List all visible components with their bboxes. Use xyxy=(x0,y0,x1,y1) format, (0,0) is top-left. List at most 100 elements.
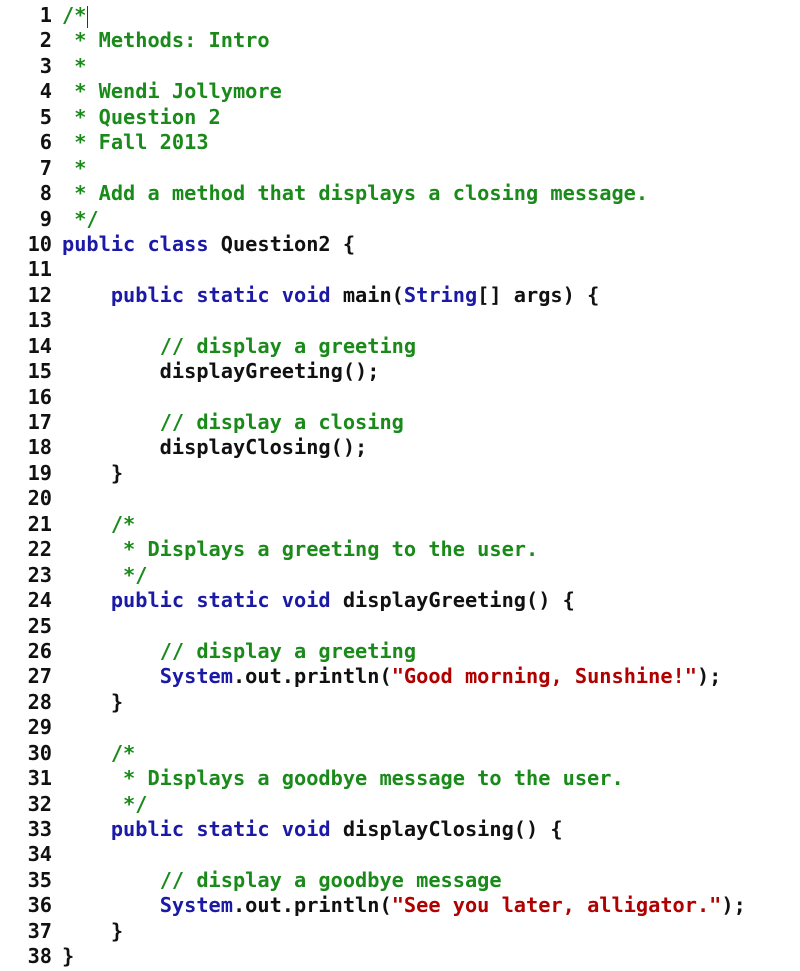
code-text[interactable]: * Methods: Intro xyxy=(52,28,269,53)
code-text[interactable]: System.out.println("Good morning, Sunshi… xyxy=(52,664,722,689)
code-line[interactable]: 30 /* xyxy=(0,741,800,766)
code-text[interactable] xyxy=(52,257,62,282)
code-line[interactable]: 15 displayGreeting(); xyxy=(0,359,800,384)
code-token-plain: displayClosing() { xyxy=(342,817,563,841)
code-line[interactable]: 20 xyxy=(0,486,800,511)
code-text[interactable]: } xyxy=(52,461,123,486)
code-line[interactable]: 13 xyxy=(0,308,800,333)
code-token-keyword: public static void xyxy=(110,282,343,307)
code-text[interactable]: /* xyxy=(52,741,135,766)
line-number: 6 xyxy=(39,130,52,155)
code-text[interactable]: // display a greeting xyxy=(52,334,416,359)
line-number: 36 xyxy=(27,893,52,918)
code-token-comment: // display a greeting xyxy=(159,638,417,663)
code-line[interactable]: 36 System.out.println("See you later, al… xyxy=(0,893,800,918)
code-token-plain: ); xyxy=(696,664,722,689)
code-line[interactable]: 38} xyxy=(0,944,800,969)
code-token-plain: } xyxy=(62,944,75,969)
code-token-comment: /* xyxy=(110,511,136,536)
code-text[interactable]: */ xyxy=(52,792,147,817)
line-number: 16 xyxy=(27,384,52,409)
code-token-type: System xyxy=(159,893,233,918)
code-line[interactable]: 8 * Add a method that displays a closing… xyxy=(0,181,800,206)
line-number: 21 xyxy=(27,511,52,536)
code-text[interactable]: public static void main(String[] args) { xyxy=(52,283,599,308)
code-line[interactable]: 31 * Displays a goodbye message to the u… xyxy=(0,766,800,791)
code-text[interactable]: * xyxy=(52,54,86,79)
code-line[interactable]: 3 * xyxy=(0,54,800,79)
code-text[interactable]: displayClosing(); xyxy=(52,435,368,460)
code-line[interactable]: 33 public static void displayClosing() { xyxy=(0,817,800,842)
code-line[interactable]: 7 * xyxy=(0,156,800,181)
code-token-comment: * xyxy=(62,53,87,78)
code-line[interactable]: 6 * Fall 2013 xyxy=(0,130,800,155)
code-line[interactable]: 14 // display a greeting xyxy=(0,334,800,359)
code-text[interactable]: * Displays a greeting to the user. xyxy=(52,537,538,562)
code-line[interactable]: 22 * Displays a greeting to the user. xyxy=(0,537,800,562)
code-text[interactable]: // display a closing xyxy=(52,410,404,435)
code-token-type: System xyxy=(159,664,233,689)
code-token-plain: ); xyxy=(721,893,746,918)
code-line[interactable]: 27 System.out.println("Good morning, Sun… xyxy=(0,664,800,689)
code-line[interactable]: 11 xyxy=(0,257,800,282)
code-text[interactable]: */ xyxy=(52,563,147,588)
code-line[interactable]: 19 } xyxy=(0,461,800,486)
code-text[interactable]: /* xyxy=(52,512,135,537)
code-text[interactable]: // display a goodbye message xyxy=(52,868,502,893)
code-line[interactable]: 23 */ xyxy=(0,563,800,588)
line-number: 15 xyxy=(27,359,52,384)
code-line[interactable]: 18 displayClosing(); xyxy=(0,435,800,460)
code-text[interactable]: public class Question2 { xyxy=(52,232,355,257)
code-line[interactable]: 17 // display a closing xyxy=(0,410,800,435)
code-token-plain xyxy=(62,283,111,307)
code-line[interactable]: 34 xyxy=(0,842,800,867)
code-text[interactable] xyxy=(52,715,62,740)
code-text[interactable]: public static void displayClosing() { xyxy=(52,817,563,842)
code-text[interactable]: * xyxy=(52,156,86,181)
code-text[interactable]: */ xyxy=(52,207,98,232)
code-token-plain: .out.println( xyxy=(232,664,392,689)
code-text[interactable]: * Displays a goodbye message to the user… xyxy=(52,766,624,791)
line-number: 38 xyxy=(27,944,52,969)
code-line[interactable]: 26 // display a greeting xyxy=(0,639,800,664)
code-line[interactable]: 4 * Wendi Jollymore xyxy=(0,79,800,104)
code-text[interactable] xyxy=(52,385,62,410)
line-number: 8 xyxy=(39,181,52,206)
code-line[interactable]: 1/* xyxy=(0,3,800,28)
code-line[interactable]: 16 xyxy=(0,385,800,410)
code-text[interactable]: displayGreeting(); xyxy=(52,359,380,384)
code-text[interactable]: System.out.println("See you later, allig… xyxy=(52,893,746,918)
code-line[interactable]: 37 } xyxy=(0,919,800,944)
code-line[interactable]: 12 public static void main(String[] args… xyxy=(0,283,800,308)
code-text[interactable]: * Question 2 xyxy=(52,105,221,130)
code-text[interactable]: } xyxy=(52,919,123,944)
line-number: 18 xyxy=(27,435,52,460)
code-line[interactable]: 9 */ xyxy=(0,207,800,232)
code-text[interactable]: // display a greeting xyxy=(52,639,416,664)
code-text[interactable]: public static void displayGreeting() { xyxy=(52,588,575,613)
code-token-string: "See you later, alligator." xyxy=(391,893,722,918)
code-text[interactable]: } xyxy=(52,944,74,969)
code-line[interactable]: 2 * Methods: Intro xyxy=(0,28,800,53)
code-token-comment: * Displays a goodbye message to the user… xyxy=(110,766,624,791)
code-text[interactable]: /* xyxy=(52,3,89,28)
code-line[interactable]: 21 /* xyxy=(0,512,800,537)
code-text[interactable]: * Add a method that displays a closing m… xyxy=(52,181,648,206)
code-line[interactable]: 24 public static void displayGreeting() … xyxy=(0,588,800,613)
code-line[interactable]: 5 * Question 2 xyxy=(0,105,800,130)
line-number: 35 xyxy=(27,867,52,892)
code-text[interactable] xyxy=(52,842,62,867)
code-text[interactable]: * Fall 2013 xyxy=(52,130,208,155)
code-line[interactable]: 29 xyxy=(0,715,800,740)
code-line[interactable]: 35 // display a goodbye message xyxy=(0,868,800,893)
code-text[interactable] xyxy=(52,486,62,511)
code-line[interactable]: 25 xyxy=(0,614,800,639)
code-line[interactable]: 32 */ xyxy=(0,792,800,817)
code-text[interactable] xyxy=(52,614,62,639)
code-text[interactable]: * Wendi Jollymore xyxy=(52,79,282,104)
code-text[interactable] xyxy=(52,308,62,333)
code-text[interactable]: } xyxy=(52,690,123,715)
code-line[interactable]: 28 } xyxy=(0,690,800,715)
